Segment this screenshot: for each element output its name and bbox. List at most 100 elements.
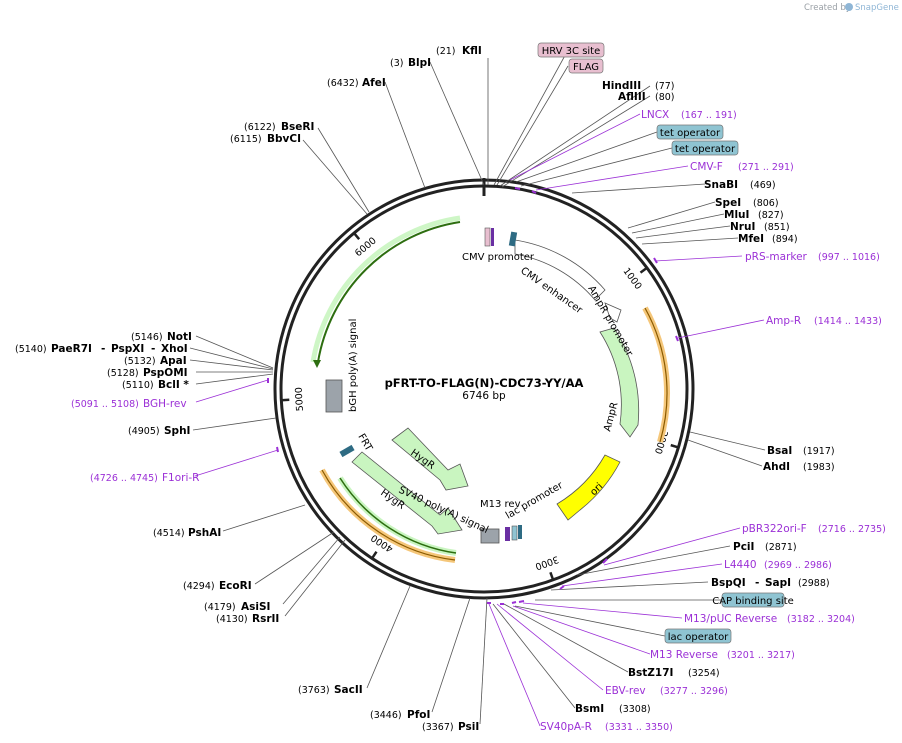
primer-name: Amp-R [766,315,801,327]
enzyme-pos: (1917) [803,446,835,457]
primer-range: (3201 .. 3217) [727,650,795,661]
bgh-arc-fill [310,215,461,363]
backbone [273,178,695,600]
enzyme-name: AhdI [763,461,790,473]
hrv-shape [491,228,494,246]
box-flag: FLAG [573,62,599,73]
credit-brand: SnapGene [855,3,899,13]
enzyme-name: BsmI [575,703,604,715]
features [310,215,670,563]
cmv-enhancer-shape [514,239,606,301]
enzyme-name: PciI [733,541,754,553]
enzyme-name: NruI [730,221,755,233]
enzyme-pos: (5110) [122,380,154,391]
cap-shape [518,525,522,539]
enzyme-pos: (6122) [244,122,276,133]
tick-label: 3000 [534,553,560,572]
enzyme-name: BsaI [767,445,792,457]
enzyme-pos: (77) [655,81,675,92]
label-m13-rev: M13 rev [480,499,521,510]
hygr-inner-shape-1 [391,427,469,491]
enzyme-pos: (3) [390,58,403,69]
enzyme-name: PspXI [111,343,144,355]
enzyme-name: PaeR7I [51,343,92,355]
enzyme-pos: (4130) [216,614,248,625]
enzyme-labels: (21) KflI (3) BlpI (6432) AfeI (6122) Bs… [15,45,835,733]
enzyme-pos: (5146) [131,332,163,343]
plasmid-length: 6746 bp [462,390,506,402]
enzyme-name: BbvCI [267,133,301,145]
enzyme-name: ApaI [160,355,187,367]
enzyme-pos: (469) [750,180,776,191]
primer-range: (2969 .. 2986) [764,560,832,571]
enzyme-pos: (4179) [204,602,236,613]
tick-mark [639,266,648,274]
enzyme-name: NotI [167,331,192,343]
enzyme-pos: (5132) [124,356,156,367]
enzyme-name: BspQI [711,577,746,589]
tet-operator-shape [508,231,518,247]
primer-range: (997 .. 1016) [818,252,880,263]
enzyme-pos: (4294) [183,581,215,592]
snapgene-credit: Created by SnapGene [804,3,899,13]
box-hrv: HRV 3C site [542,46,601,57]
enzyme-pos: (3254) [688,668,720,679]
enzyme-pos: (827) [758,210,784,221]
enzyme-pos: (806) [753,198,779,209]
enzyme-pos: (894) [772,234,798,245]
plasmid-name: pFRT-TO-FLAG(N)-CDC73-YY/AA [385,376,584,390]
primer-range: (5091 .. 5108) [71,399,139,410]
enzyme-name: BstZ17I [628,667,673,679]
enzyme-pos: (851) [764,222,790,233]
enzyme-name: EcoRI [219,580,252,592]
enzyme-name: PspOMI [143,367,188,379]
frt-shape [339,444,355,458]
enzyme-name: SnaBI [704,179,738,191]
primer-range: (3277 .. 3296) [660,686,728,697]
hygr-inner-shape-2 [351,451,463,535]
primer-name: CMV-F [690,161,723,173]
enzyme-name: BclI * [158,379,189,391]
enzyme-pos: (2988) [798,578,830,589]
enzyme-name: AflIII [618,91,646,103]
enzyme-pos: (4905) [128,426,160,437]
enzyme-pos: (5140) [15,344,47,355]
enzyme-pos: (6432) [327,78,359,89]
enzyme-name: HindIII [602,80,641,92]
primer-name: pRS-marker [745,251,808,263]
bgh-arrowhead [313,360,321,368]
amp-orange-arc [642,306,670,443]
label-frt: FRT [355,432,374,454]
box-tet-2: tet operator [675,144,736,155]
ampr-promoter-shape [604,302,622,323]
box-cap: CAP binding site [712,596,794,607]
enzyme-pos: (80) [655,92,675,103]
enzyme-pos: (3367) [422,722,454,733]
enzyme-pos: (2871) [765,542,797,553]
leader-lines [189,49,766,727]
primer-name: BGH-rev [143,398,187,410]
primer-name: EBV-rev [605,685,646,697]
enzyme-name: RsrII [252,613,279,625]
enzyme-name: PsiI [458,721,479,733]
enzyme-pos: (3308) [619,704,651,715]
primer-name: M13/pUC Reverse [684,613,777,625]
tick-label: 1000 [620,266,643,292]
primer-name: SV40pA-R [540,721,592,733]
label-ampr: AmpR [602,401,620,433]
primer-range: (3331 .. 3350) [605,722,673,733]
enzyme-name: KflI [462,45,482,57]
enzyme-name: MfeI [738,233,764,245]
tick-mark [353,232,361,241]
enzyme-name: BlpI [408,57,431,69]
boxed-labels: HRV 3C site FLAG tet operator tet operat… [537,42,794,644]
enzyme-name: SacII [334,684,363,696]
bgh-polya-shape [325,379,343,413]
enzyme-name: AsiSI [241,601,270,613]
enzyme-pos: (3446) [370,710,402,721]
f1ori-arc-line [321,469,456,561]
primer-range: (3182 .. 3204) [787,614,855,625]
snapgene-logo-icon [845,3,853,11]
sv40-polya-shape [480,528,500,544]
enzyme-pos: (3763) [298,685,330,696]
